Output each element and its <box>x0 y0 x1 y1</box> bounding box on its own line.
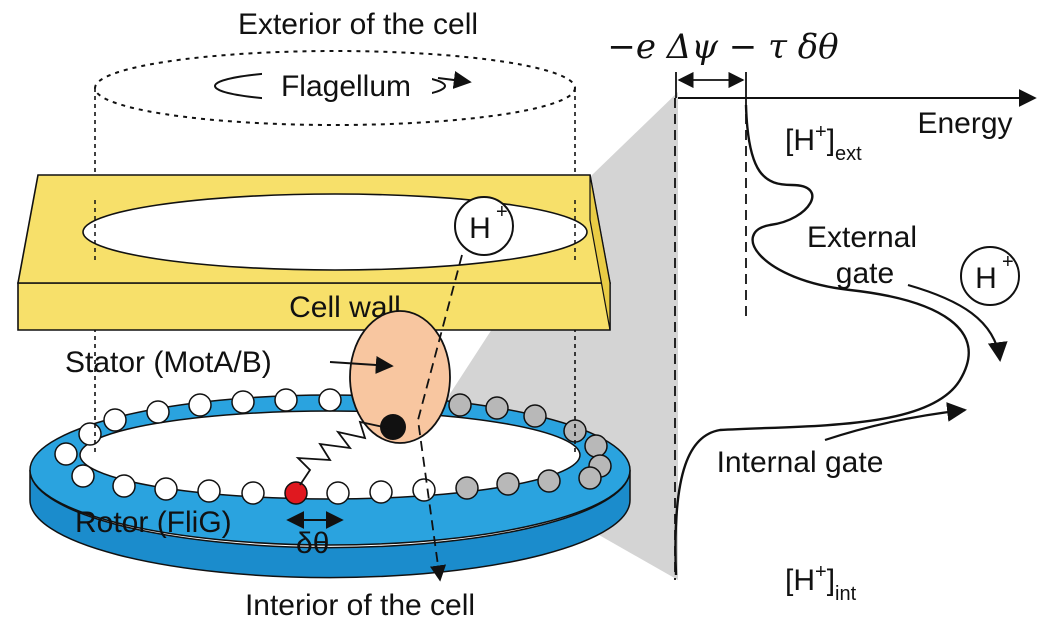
spring <box>295 420 389 486</box>
energy-axis-label: Energy <box>917 107 1012 140</box>
bead <box>578 466 602 490</box>
bead <box>448 393 472 417</box>
bead <box>326 481 350 505</box>
proton-left-label: H <box>469 212 491 245</box>
interior-label: Interior of the cell <box>245 589 475 622</box>
bead <box>274 388 298 412</box>
bead <box>523 404 547 428</box>
bead <box>154 477 178 501</box>
proton-path <box>417 254 463 582</box>
bead <box>318 388 342 412</box>
bead <box>146 400 170 424</box>
bead <box>103 408 127 432</box>
h-ext-label: [H+]ext <box>785 121 862 165</box>
external-gate-line1: External <box>807 221 917 254</box>
proton-right-circle <box>960 246 1020 306</box>
energy-diagram <box>674 71 1037 580</box>
flagellum-outline <box>94 50 576 126</box>
bead <box>197 479 221 503</box>
rotor-beads <box>54 388 612 505</box>
proton-flow-arrow-lower <box>824 402 967 442</box>
bead <box>231 390 255 414</box>
bead <box>455 476 479 500</box>
flagellum-label-bg <box>262 70 432 102</box>
rotor-ring <box>29 394 631 579</box>
proton-flow-arrow-upper <box>907 283 1008 362</box>
h-int-label: [H+]int <box>785 561 857 605</box>
red-bead <box>284 481 308 505</box>
proton-left-charge: + <box>496 201 508 223</box>
flagellum-label: Flagellum <box>281 70 411 103</box>
bead <box>369 480 393 504</box>
bead <box>584 434 608 458</box>
delta-theta-label: δθ <box>296 527 329 560</box>
bead <box>485 396 509 420</box>
stator-pointer <box>329 355 394 374</box>
bead <box>71 464 95 488</box>
proton-right-label: H <box>975 262 997 295</box>
bead <box>412 478 436 502</box>
external-gate-line2: gate <box>836 257 894 290</box>
bead <box>54 442 78 466</box>
stator <box>349 310 451 444</box>
energy-formula: −e Δψ − τ δθ <box>607 27 838 67</box>
stator-label: Stator (MotA/B) <box>65 346 272 379</box>
flagellum-arrow <box>437 71 472 89</box>
bead <box>496 472 520 496</box>
stator-black-bead <box>380 414 406 440</box>
guide-lines <box>94 88 576 455</box>
exterior-label: Exterior of the cell <box>238 8 478 41</box>
bead <box>563 419 587 443</box>
bead <box>537 469 561 493</box>
bead <box>241 481 265 505</box>
proton-right-charge: + <box>1002 251 1014 273</box>
rotor-label: Rotor (FliG) <box>75 506 232 539</box>
proton-left-circle <box>454 196 514 256</box>
bead <box>188 393 212 417</box>
bead <box>78 422 102 446</box>
bead <box>112 474 136 498</box>
internal-gate-label: Internal gate <box>717 446 884 479</box>
energy-profile-curve <box>674 104 970 576</box>
